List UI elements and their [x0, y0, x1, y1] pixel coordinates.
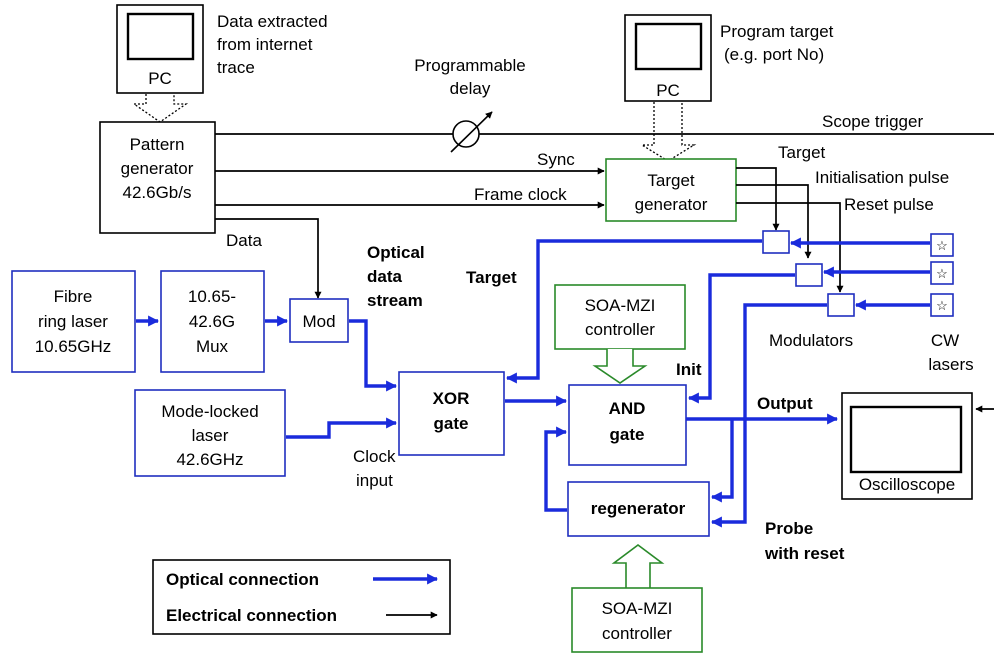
reset-pulse-line	[736, 202, 844, 293]
data-line	[215, 218, 322, 299]
modulator-reset	[827, 293, 855, 317]
probe-label-line1: Probe	[765, 519, 813, 538]
pattern-generator-line1: Pattern	[130, 135, 185, 154]
star-icon: ☆	[936, 298, 948, 313]
pc-1-note: Data extracted from internet trace	[217, 12, 328, 77]
fibre-laser-line2: ring laser	[38, 312, 108, 331]
and-gate: AND gate	[568, 384, 687, 466]
star-icon: ☆	[936, 266, 948, 281]
mod-label: Mod	[302, 312, 335, 331]
legend-optical-label: Optical connection	[166, 570, 319, 589]
fibre-ring-laser: Fibre ring laser 10.65GHz	[11, 270, 136, 373]
oscilloscope: Oscilloscope	[841, 392, 973, 500]
target-generator: Target generator	[605, 158, 737, 222]
pc-2-label: PC	[656, 81, 680, 100]
pc-2-arrow	[639, 102, 697, 162]
soa2-line1: SOA-MZI	[602, 599, 673, 618]
mux-line1: 10.65-	[188, 287, 236, 306]
delay-label-line1: Programmable	[414, 56, 526, 75]
pc-1: PC	[116, 4, 204, 94]
init-to-and	[687, 273, 795, 404]
target-generator-line1: Target	[647, 171, 695, 190]
target-out-label: Target	[778, 143, 826, 162]
modulators-label: Modulators	[769, 331, 853, 350]
optical-stream-line2: data	[367, 267, 403, 286]
optical-stream-line1: Optical	[367, 243, 425, 262]
mux-line3: Mux	[196, 337, 229, 356]
clock-to-xor	[286, 417, 398, 439]
and-line1: AND	[609, 399, 646, 418]
init-label: Init	[676, 360, 702, 379]
soa-mzi-controller-2: SOA-MZI controller	[571, 587, 703, 653]
cw-laser-1: ☆	[930, 233, 954, 257]
soa1-arrow	[592, 349, 648, 384]
cw-lasers-label-line2: lasers	[928, 355, 973, 374]
clock-input-line2: input	[356, 471, 393, 490]
soa2-line2: controller	[602, 624, 672, 643]
optical-stream-line3: stream	[367, 291, 423, 310]
modulator-box: Mod	[289, 298, 349, 343]
reset-pulse-label: Reset pulse	[844, 195, 934, 214]
clock-input-line1: Clock	[353, 447, 396, 466]
oscilloscope-label: Oscilloscope	[859, 475, 955, 494]
fibre-laser-line1: Fibre	[54, 287, 93, 306]
frame-clock-label: Frame clock	[474, 185, 567, 204]
output-to-regenerator	[710, 419, 734, 503]
init-pulse-line	[736, 184, 812, 259]
reset-to-regenerator	[710, 303, 827, 528]
mode-locked-line3: 42.6GHz	[176, 450, 243, 469]
pattern-generator-line2: generator	[121, 159, 194, 178]
cw-laser-3: ☆	[930, 293, 954, 317]
delay-label-line2: delay	[450, 79, 491, 98]
legend-electrical-label: Electrical connection	[166, 606, 337, 625]
scope-trigger-label: Scope trigger	[822, 112, 923, 131]
fibre-laser-line3: 10.65GHz	[35, 337, 112, 356]
and-line2: gate	[610, 425, 645, 444]
programmable-delay	[450, 111, 493, 153]
probe-label-line2: with reset	[764, 544, 845, 563]
soa1-line1: SOA-MZI	[585, 296, 656, 315]
xor-gate: XOR gate	[398, 371, 505, 456]
mode-locked-laser: Mode-locked laser 42.6GHz	[134, 389, 286, 477]
modulator-target	[762, 230, 790, 254]
soa2-arrow	[611, 544, 665, 588]
sync-label: Sync	[537, 150, 575, 169]
legend: Optical connection Electrical connection	[152, 559, 451, 635]
mod-to-xor	[349, 319, 398, 392]
mode-locked-line1: Mode-locked	[161, 402, 258, 421]
mux: 10.65- 42.6G Mux	[160, 270, 265, 373]
pc-2-note-line1: Program target	[720, 22, 834, 41]
pc-2: PC	[624, 14, 712, 102]
mode-locked-line2: laser	[192, 426, 229, 445]
pc-2-note-line2: (e.g. port No)	[724, 45, 824, 64]
regenerator-label: regenerator	[591, 499, 686, 518]
star-icon: ☆	[936, 238, 948, 253]
pc-1-note-line2: from internet	[217, 35, 313, 54]
target-to-xor	[505, 239, 762, 384]
pc-1-label: PC	[148, 69, 172, 88]
target-optical-label: Target	[466, 268, 517, 287]
data-label: Data	[226, 231, 262, 250]
cw-laser-2: ☆	[930, 261, 954, 285]
soa1-line2: controller	[585, 320, 655, 339]
target-electrical-line	[736, 167, 780, 231]
cw-lasers-label-line1: CW	[931, 331, 959, 350]
xor-line1: XOR	[433, 389, 470, 408]
pattern-generator: Pattern generator 42.6Gb/s	[99, 121, 216, 234]
output-label: Output	[757, 394, 813, 413]
xor-line2: gate	[434, 414, 469, 433]
init-pulse-label: Initialisation pulse	[815, 168, 949, 187]
pc-1-note-line1: Data extracted	[217, 12, 328, 31]
pattern-generator-line3: 42.6Gb/s	[123, 183, 192, 202]
soa-mzi-controller-1: SOA-MZI controller	[554, 284, 686, 350]
pc-1-arrow	[131, 94, 189, 123]
modulator-init	[795, 263, 823, 287]
mux-line2: 42.6G	[189, 312, 235, 331]
regenerator-feedback	[544, 426, 568, 512]
pc-2-note: Program target (e.g. port No)	[720, 22, 834, 64]
pc-1-note-line3: trace	[217, 58, 255, 77]
regenerator: regenerator	[567, 481, 710, 537]
target-generator-line2: generator	[635, 195, 708, 214]
